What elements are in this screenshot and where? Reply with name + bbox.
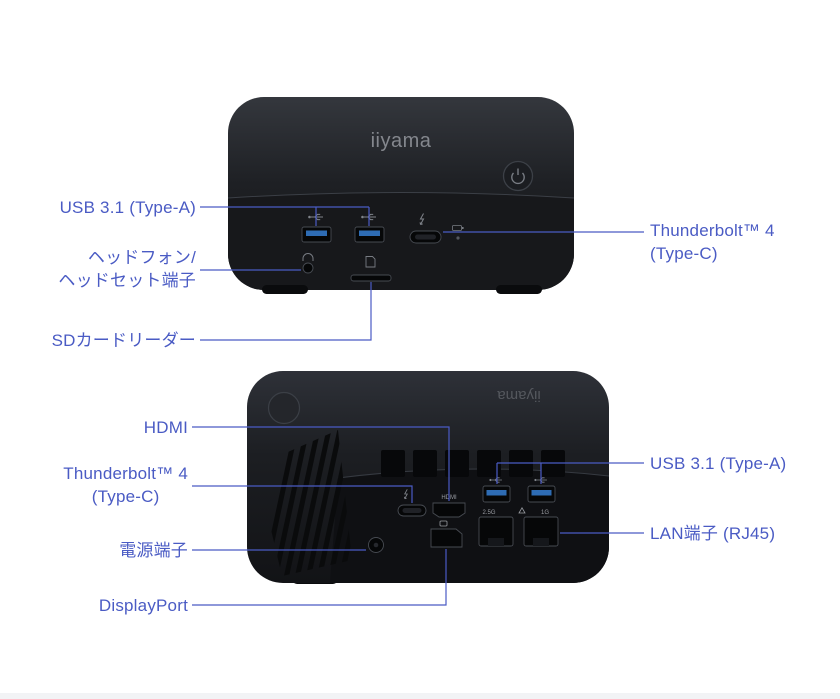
callout-rear-hdmi bbox=[192, 426, 450, 501]
rear-lan-port-2 bbox=[523, 516, 559, 547]
lan-mark-right: 1G bbox=[541, 510, 549, 516]
label-front-headphone-line1: ヘッドフォン/ bbox=[87, 248, 196, 267]
rear-lan-port-1 bbox=[478, 516, 514, 547]
callout-front-usb bbox=[200, 206, 370, 226]
label-front-sd: SDカードリーダー bbox=[51, 331, 196, 350]
front-foot-left bbox=[262, 285, 308, 294]
label-rear-lan: LAN端子 (RJ45) bbox=[650, 524, 776, 543]
headphone-jack bbox=[302, 262, 314, 274]
label-rear-thunderbolt-line2: (Type-C) bbox=[91, 487, 160, 506]
rear-power-jack bbox=[368, 537, 384, 553]
front-usb-port-2 bbox=[354, 226, 385, 243]
callout-front-sd bbox=[200, 282, 372, 341]
battery-indicator-icon bbox=[452, 225, 464, 231]
rear-displayport-port bbox=[430, 528, 463, 548]
dp-icon bbox=[439, 520, 448, 527]
label-rear-thunderbolt: Thunderbolt™ 4 (Type-C) bbox=[63, 462, 188, 508]
label-front-thunderbolt: Thunderbolt™ 4 (Type-C) bbox=[650, 219, 775, 265]
rear-typec-port bbox=[397, 504, 427, 517]
power-button bbox=[502, 160, 534, 192]
power-button-top bbox=[267, 391, 301, 425]
sd-icon bbox=[365, 256, 376, 268]
label-front-thunderbolt-line2: (Type-C) bbox=[650, 244, 718, 263]
iiyama-logo-rear: iiyama bbox=[497, 387, 541, 404]
rear-hdmi-port bbox=[432, 502, 466, 518]
section-divider bbox=[0, 693, 840, 699]
rear-usb-port-1 bbox=[482, 485, 511, 503]
front-typec-port bbox=[409, 230, 442, 244]
label-rear-power: 電源端子 bbox=[119, 541, 188, 560]
label-front-thunderbolt-line1: Thunderbolt™ 4 bbox=[650, 221, 775, 240]
callout-rear-usb bbox=[496, 462, 644, 484]
label-rear-thunderbolt-line1: Thunderbolt™ 4 bbox=[63, 464, 188, 483]
callout-rear-thunderbolt bbox=[192, 485, 413, 503]
label-rear-displayport: DisplayPort bbox=[98, 596, 188, 615]
sd-card-slot bbox=[350, 274, 392, 282]
label-front-usb: USB 3.1 (Type-A) bbox=[59, 198, 196, 217]
label-front-headphone: ヘッドフォン/ ヘッドセット端子 bbox=[58, 246, 196, 292]
warning-icon bbox=[518, 506, 526, 514]
callout-lines bbox=[192, 206, 644, 606]
led-indicator bbox=[456, 236, 460, 240]
front-foot-right bbox=[496, 285, 542, 294]
iiyama-logo-front: iiyama bbox=[371, 130, 432, 152]
rear-usb-port-2 bbox=[527, 485, 556, 503]
label-rear-hdmi: HDMI bbox=[143, 418, 188, 437]
headset-icon bbox=[302, 253, 314, 261]
front-usb-port-1 bbox=[301, 226, 332, 243]
callout-rear-displayport bbox=[192, 549, 447, 606]
label-rear-usb: USB 3.1 (Type-A) bbox=[650, 454, 787, 473]
power-icon bbox=[511, 168, 525, 185]
lan-mark-left: 2.5G bbox=[482, 510, 495, 516]
front-device: iiyama bbox=[228, 97, 574, 294]
label-front-headphone-line2: ヘッドセット端子 bbox=[58, 271, 196, 290]
rear-device: iiyama HDMI bbox=[247, 371, 609, 584]
